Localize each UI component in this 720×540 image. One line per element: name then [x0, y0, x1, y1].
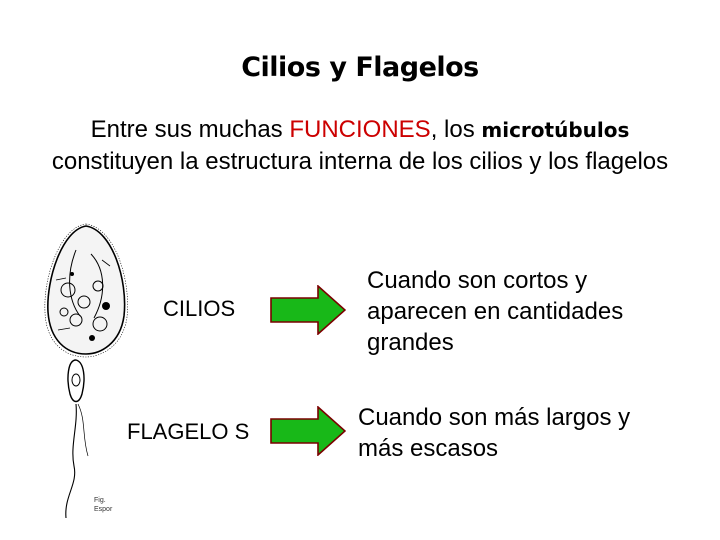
flagellated-cell-illustration [65, 359, 89, 519]
intro-text-1: Entre sus muchas [90, 116, 290, 143]
intro-text-2: , los [430, 116, 482, 143]
right-arrow-icon [270, 285, 346, 335]
flagella-term: FLAGELO S [127, 419, 250, 444]
right-arrow-icon [270, 406, 346, 456]
cilia-description: Cuando son cortos y aparecen en cantidad… [367, 267, 624, 356]
flagella-description: Cuando son más largos y más escasos [358, 404, 631, 462]
intro-accent: FUNCIONES [289, 116, 431, 143]
slide-title: Cilios y Flagelos [241, 52, 479, 83]
ciliated-cell-illustration [44, 223, 128, 358]
intro-paragraph: Entre sus muchas FUNCIONES, los microtúb… [20, 114, 700, 177]
intro-text-3: constituyen la estructura interna de los… [51, 148, 669, 175]
cilia-term: CILIOS [163, 296, 236, 321]
illustration-caption: Fig.Espor [94, 497, 113, 513]
intro-special-term: microtúbulos [481, 118, 630, 142]
